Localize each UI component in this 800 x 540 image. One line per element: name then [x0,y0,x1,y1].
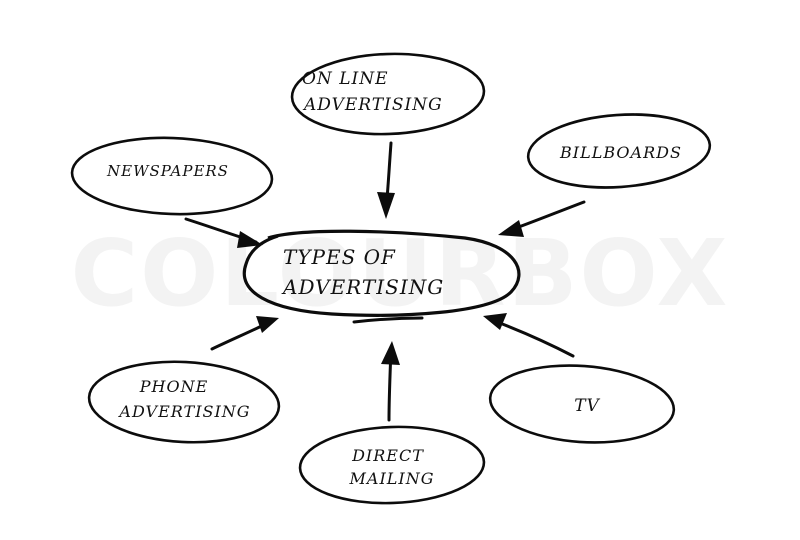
node-billboards: BILLBOARDS [526,113,712,189]
center-label-line-1: TYPES OF [283,245,396,269]
node-billboards-label: BILLBOARDS [559,143,682,162]
node-tv-label: TV [574,396,600,416]
node-direct-mailing: DIRECT MAILING [298,425,486,505]
node-newspapers-label: NEWSPAPERS [106,162,229,180]
center-node: TYPES OF ADVERTISING [242,229,521,324]
center-label-line-2: ADVERTISING [281,275,444,299]
node-phone-label-line-1: PHONE [139,377,209,396]
node-direct-label-line-2: MAILING [349,469,435,488]
arrow-newspapers-to-center [184,217,263,248]
arrow-tv-to-center [483,313,575,358]
node-online-label-line-1: ON LINE [302,69,389,89]
arrow-billboards-to-center [498,200,586,237]
node-online-advertising: ON LINE ADVERTISING [290,52,486,136]
node-online-label-line-2: ADVERTISING [302,95,443,115]
node-direct-label-line-1: DIRECT [351,446,424,465]
node-newspapers: NEWSPAPERS [70,136,274,216]
node-tv: TV [488,364,676,444]
arrow-phone-to-center [210,316,279,351]
node-phone-advertising: PHONE ADVERTISING [87,360,281,444]
watermark: COLOURBOX [71,220,730,327]
arrow-direct-to-center [381,341,400,422]
arrow-online-to-center [377,141,395,219]
node-phone-label-line-2: ADVERTISING [117,402,250,421]
